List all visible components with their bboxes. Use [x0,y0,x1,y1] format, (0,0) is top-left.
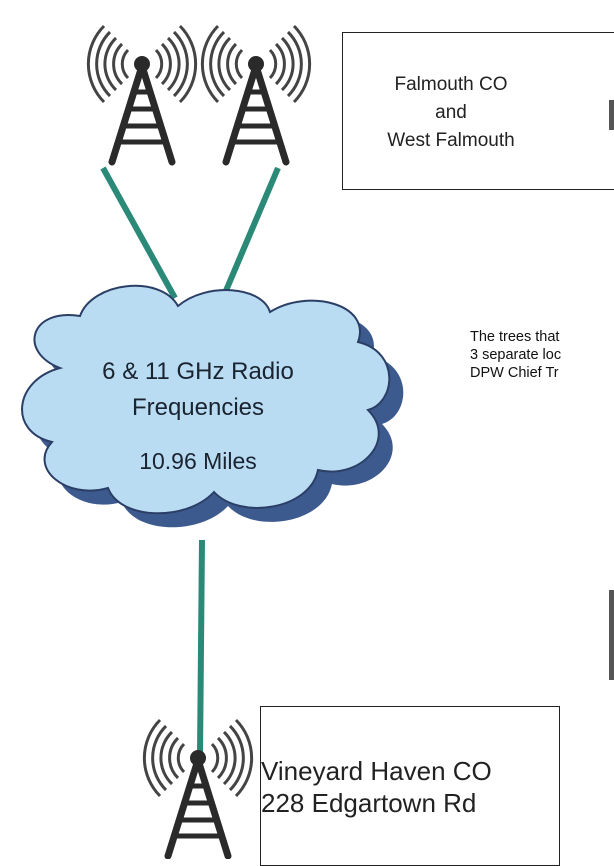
radio-frequency-label: 6 & 11 GHz Radio [102,358,294,385]
link-tower1-to-cloud [100,166,178,300]
distance-label: 10.96 Miles [139,448,257,474]
falmouth-co-label: Falmouth CO [394,74,508,95]
edge-fragment [609,590,614,680]
link-cloud-to-tower3 [197,539,205,756]
trees-note: The trees that 3 separate loc DPW Chief … [470,328,561,382]
note-line-3: DPW Chief Tr [470,365,559,381]
vineyard-haven-co-label: Vineyard Haven CO [261,756,492,786]
radio-tower-icon [88,26,195,162]
link-tower2-to-cloud [219,166,281,302]
cloud-shape [21,284,391,515]
and-label: and [435,102,467,123]
vineyard-haven-co-box: Vineyard Haven CO 228 Edgartown Rd [260,706,560,866]
note-line-2: 3 separate loc [470,347,562,363]
edgartown-rd-address: 228 Edgartown Rd [261,788,477,818]
falmouth-co-box: Falmouth CO and West Falmouth [342,32,614,190]
radio-tower-icon [202,26,309,162]
edge-fragment [609,100,614,130]
frequencies-label: Frequencies [131,394,265,421]
note-line-1: The trees that [470,329,560,345]
west-falmouth-label: West Falmouth [387,130,515,151]
